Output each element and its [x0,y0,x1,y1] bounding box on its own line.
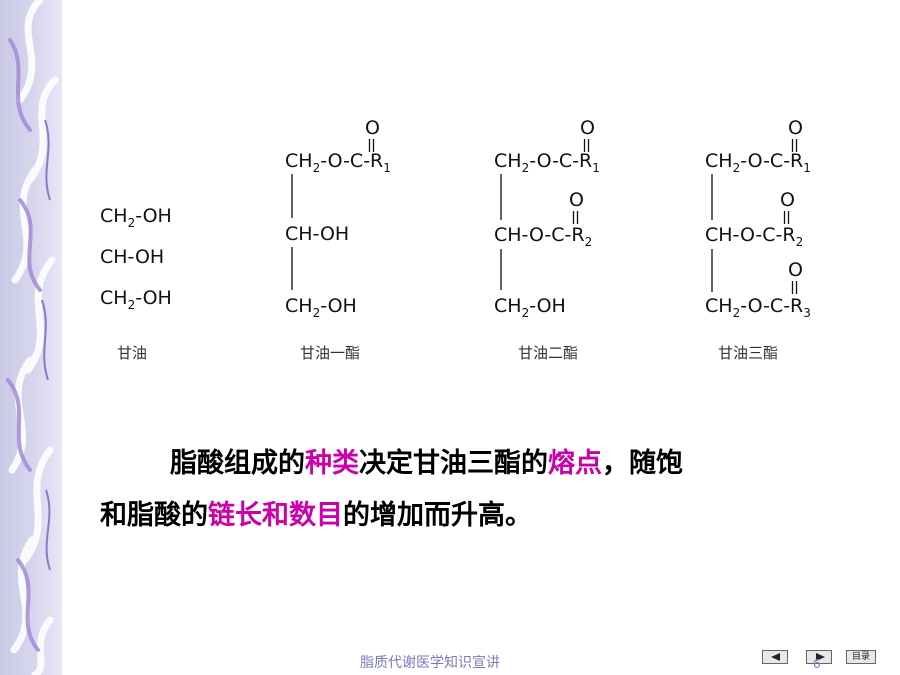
triglyceride-structure: O CH2-O-C-R1 O CH-O-C-R2 O CH2-O-C-R3 甘油… [705,117,811,362]
triglyceride-caption: 甘油三酯 [718,344,778,362]
previous-slide-button[interactable] [762,650,788,664]
highlight-fatty-acid-type: 种类 [305,448,359,479]
diglyceride-structure: O CH2-O-C-R1 O CH-O-C-R2 CH2-OH 甘油二酯 [494,117,600,362]
carbonyl-oxygen: O [780,189,795,211]
table-of-contents-button[interactable]: 目录 [846,650,876,664]
carbonyl-oxygen: O [788,117,803,139]
highlight-melting-point: 熔点 [548,448,602,479]
diglyceride-row2: CH-O-C-R2 [494,224,592,249]
next-slide-button[interactable] [806,650,832,664]
glycerol-caption: 甘油 [117,344,147,362]
carbonyl-oxygen: O [580,117,595,139]
diglyceride-row3: CH2-OH [494,295,566,320]
paragraph-line-2: 和脂酸的链长和数目的增加而升高。 [100,490,860,542]
glycerol-structure: CH2-OH CH-OH CH2-OH 甘油 [100,205,172,362]
carbonyl-oxygen: O [788,259,803,281]
arrow-right-icon [816,653,825,661]
arrow-left-icon [771,653,780,661]
carbonyl-oxygen: O [365,117,380,139]
monoglyceride-row3: CH2-OH [285,295,357,320]
sidebar-swirl-pattern [6,0,59,675]
paragraph-text: 的增加而升高。 [343,500,532,531]
paragraph-text: 和脂酸的 [100,500,208,531]
triglyceride-row1: CH2-O-C-R1 [705,150,811,175]
diglyceride-caption: 甘油二酯 [518,344,578,362]
monoglyceride-caption: 甘油一酯 [300,344,360,362]
glyceride-structures-diagram: CH2-OH CH-OH CH2-OH 甘油 O CH2-O-C-R1 CH-O… [100,117,811,362]
highlight-chain-length: 链长和数目 [208,500,343,531]
page-number: 6 [813,657,821,671]
decorative-sidebar [0,0,62,675]
glycerol-row2: CH-OH [100,246,164,268]
monoglyceride-row2: CH-OH [285,223,349,245]
glycerol-row3: CH2-OH [100,287,172,312]
glycerol-row1: CH2-OH [100,205,172,230]
paragraph-text: 脂酸组成的 [170,448,305,479]
paragraph-text: ，随饱 [602,448,683,479]
paragraph-line-1: 脂酸组成的种类决定甘油三酯的熔点，随饱 [100,438,860,490]
footer-title: 脂质代谢医学知识宣讲 [360,655,500,671]
paragraph-text: 决定甘油三酯的 [359,448,548,479]
triglyceride-row3: CH2-O-C-R3 [705,295,811,320]
carbonyl-oxygen: O [569,189,584,211]
monoglyceride-structure: O CH2-O-C-R1 CH-OH CH2-OH 甘油一酯 [285,117,391,362]
triglyceride-row2: CH-O-C-R2 [705,224,803,249]
diglyceride-row1: CH2-O-C-R1 [494,150,600,175]
monoglyceride-row1: CH2-O-C-R1 [285,150,391,175]
